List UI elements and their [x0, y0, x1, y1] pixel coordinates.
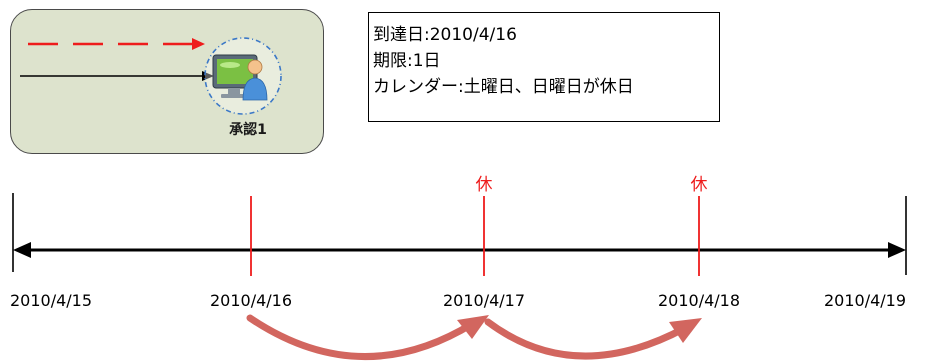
- dashed-arrow: [28, 38, 205, 50]
- date-label-2010-4-15: 2010/4/15: [9, 291, 93, 310]
- holiday-marker-4-18: 休: [690, 175, 708, 195]
- timeline-right-arrowhead: [888, 242, 906, 258]
- date-label-2010-4-19: 2010/4/19: [823, 291, 907, 310]
- skip-arrow-2: [484, 318, 702, 360]
- node-label: 承認1: [229, 122, 267, 138]
- date-label-2010-4-18: 2010/4/18: [657, 291, 741, 310]
- info-box: 到達日:2010/4/16 期限:1日 カレンダー:土曜日、日曜日が休日: [368, 12, 720, 122]
- skip-arrow-1: [246, 314, 489, 360]
- node-panel: [10, 9, 324, 154]
- date-label-2010-4-17: 2010/4/17: [442, 291, 526, 310]
- approver-icon: [212, 54, 268, 101]
- deadline-line: 期限:1日: [373, 51, 441, 71]
- date-label-2010-4-16: 2010/4/16: [209, 291, 293, 310]
- timeline-left-arrowhead: [13, 242, 31, 258]
- calendar-line: カレンダー:土曜日、日曜日が休日: [373, 77, 634, 97]
- holiday-marker-4-17: 休: [475, 175, 493, 195]
- arrival-date-line: 到達日:2010/4/16: [373, 25, 517, 45]
